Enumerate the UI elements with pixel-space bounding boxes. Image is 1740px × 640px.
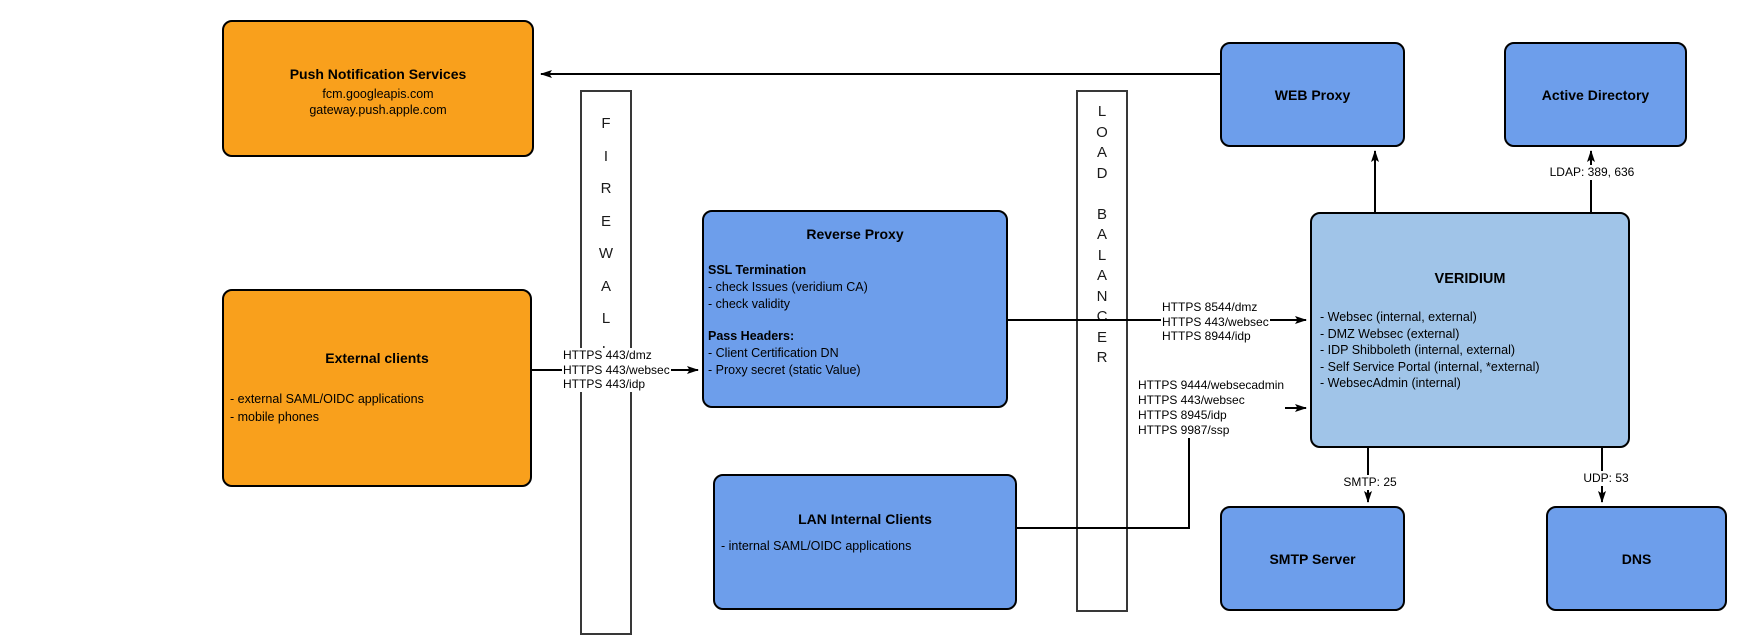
external-clients-items: - external SAML/OIDC applications- mobil… [230,392,424,424]
node-veridium: VERIDIUM - Websec (internal, external)- … [1310,212,1630,448]
node-smtp-server: SMTP Server [1220,506,1405,611]
node-reverse-proxy: Reverse Proxy SSL Termination - check Is… [702,210,1008,408]
web-proxy-title: WEB Proxy [1274,86,1351,103]
lan-internal-clients-title: LAN Internal Clients [798,511,932,527]
node-dns: DNS [1546,506,1727,611]
node-web-proxy: WEB Proxy [1220,42,1405,147]
load-balancer-label: L O A D B A L A N C E R [1096,103,1108,366]
reverse-proxy-title: Reverse Proxy [806,226,904,242]
push-title: Push Notification Services [289,66,467,82]
lan-internal-clients-items: - internal SAML/OIDC applications [721,539,912,553]
node-lan-internal-clients: LAN Internal Clients - internal SAML/OID… [713,474,1017,610]
node-push-notification-services: Push Notification Services fcm.googleapi… [222,20,534,157]
ssl-termination-heading: SSL Termination [708,263,807,277]
node-external-clients: External clients - external SAML/OIDC ap… [222,289,532,487]
smtp-server-title: SMTP Server [1269,550,1356,567]
edge-label-ldap-ports: LDAP: 389, 636 [1548,165,1636,180]
active-directory-title: Active Directory [1541,86,1650,103]
node-active-directory: Active Directory [1504,42,1687,147]
dns-title: DNS [1621,550,1652,567]
edge-label-smtp-port: SMTP: 25 [1342,475,1398,490]
ssl-termination-items: - check Issues (veridium CA)- check vali… [708,280,868,311]
pass-headers-items: - Client Certification DN- Proxy secret … [708,346,861,377]
edge-label-udp-port: UDP: 53 [1582,471,1630,486]
firewall-label: F I R E W A L L [598,115,614,360]
pass-headers-heading: Pass Headers: [708,329,795,343]
veridium-title: VERIDIUM [1434,271,1506,287]
node-load-balancer: L O A D B A L A N C E R [1076,90,1128,612]
external-clients-title: External clients [325,350,429,366]
veridium-services: - Websec (internal, external)- DMZ Webse… [1320,310,1540,391]
